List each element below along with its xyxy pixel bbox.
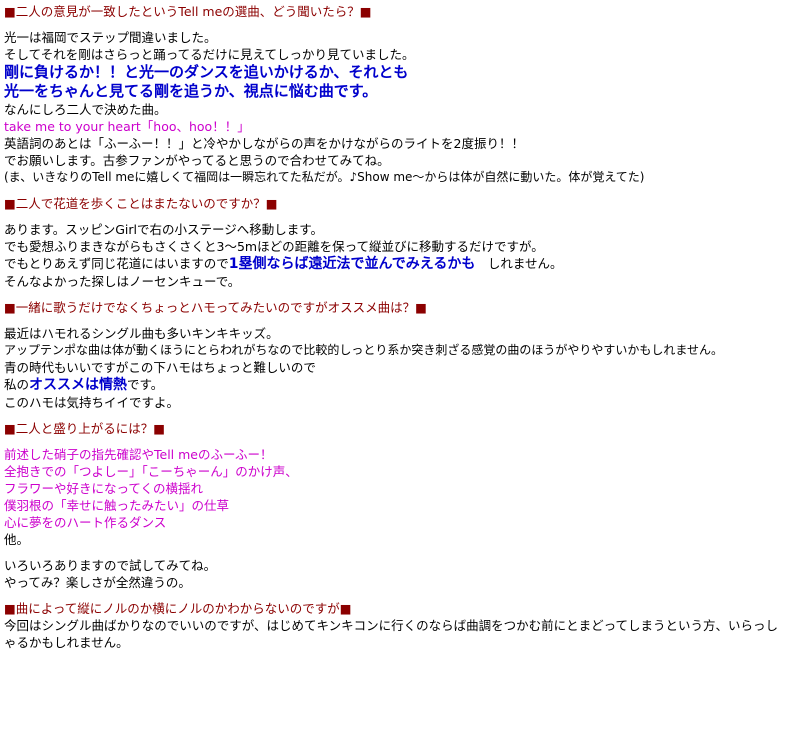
paragraph-line: でも愛想ふりまきながらもさくさくと3～5mほどの距離を保って縦並びに移動するだけ… (4, 239, 544, 254)
section-heading-hanamichi: ■二人で花道を歩くことはまたないのですか？■ (4, 196, 278, 211)
paragraph-line: 私のオススメは情熱です。 (4, 376, 787, 394)
text-span: です。 (127, 377, 164, 392)
paragraph-line: 今回はシングル曲ばかりなのでいいのですが、はじめてキンキコンに行くのならば曲調を… (4, 618, 779, 650)
paragraph-line: でもとりあえず同じ花道にはいますので1塁側ならば遠近法で並んでみえるかも しれま… (4, 255, 787, 273)
list-item: 前述した硝子の指先確認やTell meのふーふー！ (4, 447, 273, 462)
paragraph-line: あります。スッピンGirlで右の小ステージへ移動します。 (4, 222, 324, 237)
paragraph-line: いろいろありますので試してみてね。 (4, 558, 217, 573)
emphasis-span: オススメは情熱 (29, 377, 128, 393)
text-span: でもとりあえず同じ花道にはいますので (4, 256, 229, 271)
text-span: しれません。 (475, 256, 563, 271)
paragraph-line: やってみ？楽しさが全然違うの。 (4, 575, 191, 590)
list-item: 全抱きでの「つよしー」「こーちゃーん」のかけ声、 (4, 464, 298, 479)
paragraph-line: アップテンポな曲は体が動くほうにとらわれがちなので比較的しっとり系か突き刺ざる感… (4, 343, 724, 357)
paragraph-line: なんにしろ二人で決めた曲。 (4, 102, 167, 117)
text-span: 私の (4, 377, 30, 392)
paragraph-line: でお願いします。古参ファンがやってると思うので合わせてみてね。 (4, 153, 390, 168)
paragraph-line: そんなよかった探しはノーセンキューで。 (4, 274, 241, 289)
paragraph-line: (ま、いきなりのTell meに嬉しくて福岡は一瞬忘れてた私だが。♪Show m… (4, 170, 645, 184)
section-heading-tell-me: ■二人の意見が一致したというTell meの選曲、どう聞いたら？■ (4, 4, 372, 19)
section-heading-excitement: ■二人と盛り上がるには？■ (4, 421, 166, 436)
section-heading-harmony: ■一緒に歌うだけでなくちょっとハモってみたいのですがオススメ曲は？■ (4, 300, 427, 315)
list-item: 僕羽根の「幸せに触ったみたい」の仕草 (4, 498, 230, 513)
list-item: 心に夢をのハート作るダンス (4, 515, 167, 530)
emphasis-line: 剛に負けるか！！と光一のダンスを追いかけるか、それとも (4, 63, 409, 81)
list-item: フラワーや好きになってくの横揺れ (4, 481, 204, 496)
emphasis-span: 1塁側ならば遠近法で並んでみえるかも (228, 256, 476, 272)
paragraph-line: 他。 (4, 532, 30, 547)
lyric-line: take me to your heart「hoo、hoo！！」 (4, 119, 250, 134)
paragraph-line: 光一は福岡でステップ間違いました。 (4, 30, 217, 45)
paragraph-line: 最近はハモれるシングル曲も多いキンキキッズ。 (4, 326, 279, 341)
emphasis-line: 光一をちゃんと見てる剛を追うか、視点に悩む曲です。 (4, 82, 378, 100)
faq-document: ■二人の意見が一致したというTell meの選曲、どう聞いたら？■ 光一は福岡で… (4, 4, 787, 650)
paragraph-line: 青の時代もいいですがこの下ハモはちょっと難しいので (4, 360, 316, 375)
section-heading-groove: ■曲によって縦にノルのか横にノルのかわからないのですが■ (4, 601, 352, 616)
paragraph-line: 英語詞のあとは「ふーふー！！」と冷やかしながらの声をかけながらのライトを2度振り… (4, 136, 524, 151)
paragraph-line: このハモは気持ちイイですよ。 (4, 395, 180, 410)
paragraph-line: そしてそれを剛はさらっと踊ってるだけに見えてしっかり見ていました。 (4, 47, 415, 62)
pink-list: 前述した硝子の指先確認やTell meのふーふー！ 全抱きでの「つよしー」「こー… (4, 446, 787, 531)
